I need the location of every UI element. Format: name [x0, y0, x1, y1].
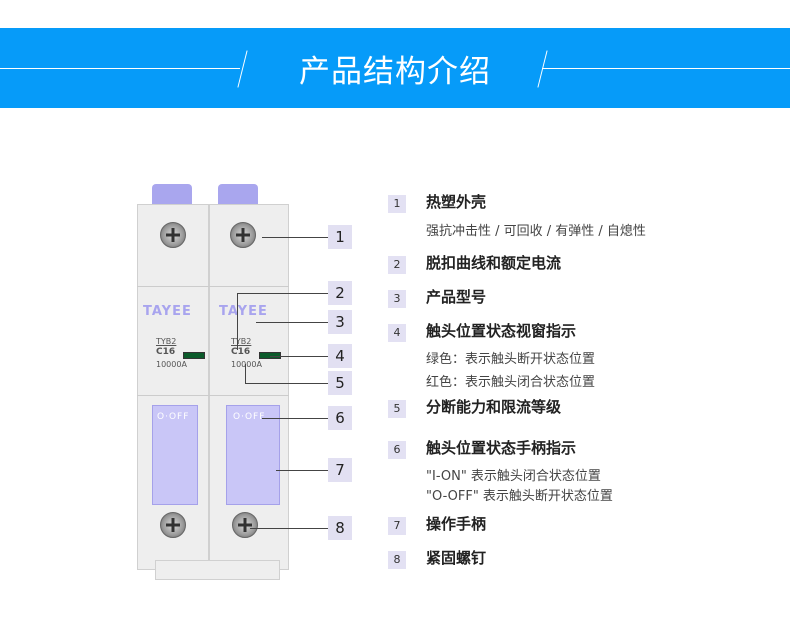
- item-title: 脱扣曲线和额定电流: [426, 254, 562, 272]
- item-title: 触头位置状态视窗指示: [426, 322, 577, 340]
- divider-left: [0, 68, 240, 69]
- model-label: TYB2: [231, 337, 252, 346]
- item-number: 1: [388, 194, 406, 213]
- item-number: 7: [388, 516, 406, 535]
- rating-label: C16: [231, 347, 251, 357]
- list-item: 5 分断能力和限流等级: [388, 398, 561, 418]
- item-number: 5: [388, 399, 406, 418]
- item-desc: 强抗冲击性 / 可回收 / 有弹性 / 自熄性: [426, 224, 646, 239]
- callout-number: 7: [328, 458, 352, 482]
- item-number: 2: [388, 255, 406, 274]
- item-desc: 红色：表示触头闭合状态位置: [426, 375, 596, 390]
- item-number: 3: [388, 289, 406, 308]
- item-title: 触头位置状态手柄指示: [426, 439, 577, 457]
- callout-number: 6: [328, 406, 352, 430]
- screw-icon: [230, 222, 256, 248]
- screw-icon: [160, 512, 186, 538]
- divider-right: [542, 68, 790, 69]
- screw-icon: [232, 512, 258, 538]
- list-item: 6 触头位置状态手柄指示 "I-ON" 表示触头闭合状态位置 "O-OFF" 表…: [388, 439, 613, 504]
- callout-number: 8: [328, 516, 352, 540]
- status-window: [183, 352, 205, 359]
- item-number: 4: [388, 323, 406, 342]
- status-window: [259, 352, 281, 359]
- capacity-label: 10000A: [231, 360, 262, 369]
- callout-number: 1: [328, 225, 352, 249]
- model-label: TYB2: [156, 337, 177, 346]
- rating-label: C16: [156, 347, 176, 357]
- screw-icon: [160, 222, 186, 248]
- list-item: 3 产品型号: [388, 288, 486, 308]
- item-desc: "O-OFF" 表示触头断开状态位置: [426, 489, 613, 504]
- capacity-label: 10000A: [156, 360, 187, 369]
- page-title: 产品结构介绍: [299, 54, 491, 90]
- callout-number: 3: [328, 310, 352, 334]
- item-title: 产品型号: [426, 288, 487, 306]
- list-item: 1 热塑外壳 强抗冲击性 / 可回收 / 有弹性 / 自熄性: [388, 193, 646, 239]
- list-item: 2 脱扣曲线和额定电流: [388, 254, 561, 274]
- list-item: 4 触头位置状态视窗指示 绿色：表示触头断开状态位置 红色：表示触头闭合状态位置: [388, 322, 595, 390]
- item-number: 8: [388, 550, 406, 569]
- brand-logo: TAYEE: [219, 304, 268, 319]
- brand-logo: TAYEE: [143, 304, 192, 319]
- item-desc: "I-ON" 表示触头闭合状态位置: [426, 469, 601, 484]
- item-title: 分断能力和限流等级: [426, 398, 562, 416]
- item-desc: 绿色：表示触头断开状态位置: [426, 352, 596, 367]
- item-title: 操作手柄: [426, 515, 487, 533]
- item-number: 6: [388, 440, 406, 459]
- callout-number: 2: [328, 281, 352, 305]
- header-banner: 产品结构介绍: [0, 28, 790, 108]
- list-item: 8 紧固螺钉: [388, 549, 486, 569]
- item-title: 紧固螺钉: [426, 549, 487, 567]
- callout-number: 5: [328, 371, 352, 395]
- item-title: 热塑外壳: [426, 193, 487, 211]
- handle-label: O·OFF: [157, 412, 190, 422]
- callout-number: 4: [328, 344, 352, 368]
- list-item: 7 操作手柄: [388, 515, 486, 535]
- handle-label: O·OFF: [233, 412, 266, 422]
